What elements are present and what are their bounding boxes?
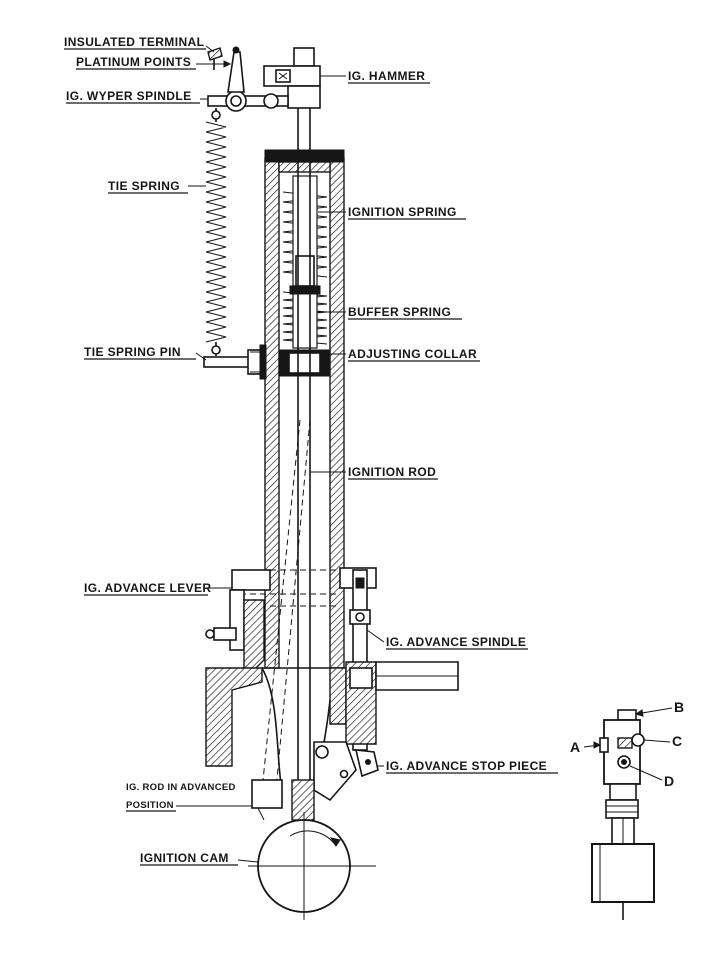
label-ig-hammer: IG. HAMMER [320, 69, 430, 84]
ig-wyper-spindle-label: IG. WYPER SPINDLE [66, 89, 191, 103]
wyper-spindle [207, 46, 289, 112]
ig-advance-lever-label: IG. ADVANCE LEVER [84, 581, 211, 595]
detail-letter-b: B [634, 699, 684, 717]
ignition-spring [282, 175, 328, 287]
buffer-spring-label: BUFFER SPRING [348, 305, 451, 319]
detail-b-label: B [674, 699, 684, 715]
platinum-points-label: PLATINUM POINTS [76, 55, 191, 69]
label-ignition-rod: IGNITION ROD [310, 465, 438, 480]
cylinder-housing [264, 149, 345, 669]
ig-hammer [263, 47, 321, 109]
label-buffer-spring: BUFFER SPRING [318, 305, 462, 320]
buffer-spring [282, 285, 328, 349]
detail-c-label: C [672, 733, 682, 749]
rod-follower [251, 779, 315, 821]
label-adjusting-collar: ADJUSTING COLLAR [330, 347, 480, 362]
label-ig-advance-stop-piece: IG. ADVANCE STOP PIECE [378, 759, 558, 774]
tie-spring [205, 108, 227, 356]
label-ig-advance-spindle: IG. ADVANCE SPINDLE [366, 629, 528, 650]
insulated-terminal-label: INSULATED TERMINAL [64, 35, 204, 49]
ig-rod-advanced-line2: POSITION [126, 800, 174, 811]
labels: INSULATED TERMINAL PLATINUM POINTS IG. W… [64, 35, 558, 866]
label-ig-wyper-spindle: IG. WYPER SPINDLE [66, 89, 208, 104]
ignition-spring-label: IGNITION SPRING [348, 205, 457, 219]
engine-frame [205, 661, 459, 791]
label-ignition-spring: IGNITION SPRING [318, 205, 466, 220]
advance-stop-piece [313, 741, 379, 802]
detail-letter-c: C [643, 733, 682, 749]
label-insulated-terminal: INSULATED TERMINAL [64, 35, 215, 53]
detail-a-label: A [570, 739, 580, 755]
ignition-cam [248, 812, 376, 920]
label-tie-spring-pin: TIE SPRING PIN [84, 345, 207, 361]
detail-view: A B C D [570, 699, 684, 920]
detail-letter-a: A [570, 739, 602, 755]
label-ig-rod-advanced: IG. ROD IN ADVANCED POSITION [126, 782, 252, 812]
ig-hammer-label: IG. HAMMER [348, 69, 425, 83]
ignition-cam-label: IGNITION CAM [140, 851, 229, 865]
ig-advance-stop-piece-label: IG. ADVANCE STOP PIECE [386, 759, 547, 773]
ignition-rod [261, 60, 311, 791]
main-assembly [203, 46, 459, 920]
adjusting-collar-label: ADJUSTING COLLAR [348, 347, 477, 361]
label-ig-advance-lever: IG. ADVANCE LEVER [84, 581, 232, 596]
detail-d-label: D [664, 773, 674, 789]
label-platinum-points: PLATINUM POINTS [76, 55, 232, 70]
tie-spring-label: TIE SPRING [108, 179, 180, 193]
ig-rod-advanced-line1: IG. ROD IN ADVANCED [126, 782, 236, 793]
tie-spring-pin-label: TIE SPRING PIN [84, 345, 181, 359]
label-ignition-cam: IGNITION CAM [140, 851, 259, 866]
ig-advance-spindle-label: IG. ADVANCE SPINDLE [386, 635, 526, 649]
label-tie-spring: TIE SPRING [108, 179, 206, 194]
ignition-rod-label: IGNITION ROD [348, 465, 436, 479]
tie-spring-pin [203, 344, 267, 380]
advance-lever [205, 567, 377, 673]
detail-letter-d: D [629, 765, 674, 789]
